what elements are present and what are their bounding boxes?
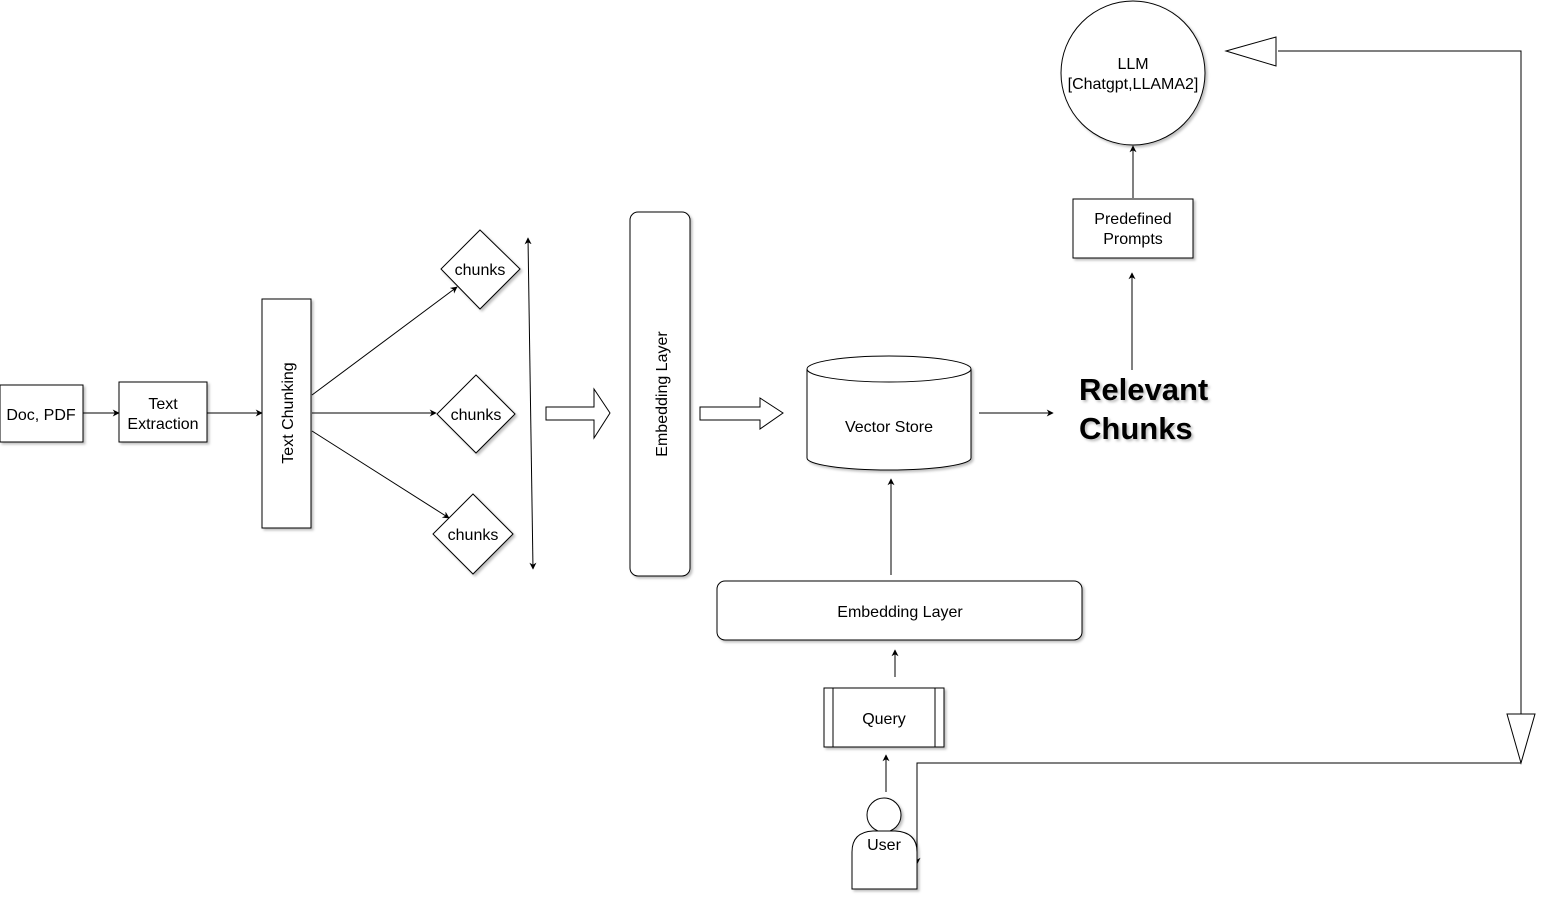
block-arrow-to-vector-store [699,397,784,430]
user-label: User [867,837,901,854]
block-arrow-to-embedding [545,387,611,440]
embedding-layer-query-node: Embedding Layer [716,580,1083,641]
relevant-chunks-label-line-1: Relevant [1079,372,1208,407]
feedback-line-llm [1278,50,1522,715]
large-arrowhead-into-llm [1224,36,1277,67]
text-chunking-label: Text Chunking [280,362,297,463]
chunk-3-label: chunks [448,527,499,544]
chunk-node-1: chunks [440,229,521,310]
text-extraction-node: Text Extraction [118,381,208,443]
predefined-prompts-label-line-1: Predefined [1094,211,1171,228]
llm-node: LLM [Chatgpt,LLAMA2] [1060,0,1206,146]
predefined-prompts-node: Predefined Prompts [1072,198,1194,259]
large-arrowhead-down [1506,713,1536,765]
query-node: Query [823,687,945,748]
predefined-prompts-label-line-2: Prompts [1103,231,1163,248]
relevant-chunks-label-line-2: Chunks [1079,411,1193,446]
text-extraction-label-line-1: Text [148,396,178,413]
vector-store-node [806,355,972,471]
text-extraction-label-line-2: Extraction [127,416,198,433]
llm-label: LLM [1117,56,1148,73]
chunk-2-label: chunks [451,407,502,424]
double-arrow-chunks-span [524,237,537,570]
embedding-layer-vertical-label: Embedding Layer [654,331,671,457]
doc-pdf-node: Doc, PDF [0,384,84,443]
vector-store-label: Vector Store [845,419,933,436]
arrow-chunking-to-chunk-1 [311,286,458,396]
chunk-node-2: chunks [436,374,516,454]
query-label: Query [862,711,906,728]
connectors [83,36,1536,865]
text-chunking-node: Text Chunking [261,298,312,529]
chunk-node-3: chunks [432,493,514,575]
llm-models-label: [Chatgpt,LLAMA2] [1068,76,1199,93]
arrow-response-to-user [913,762,1521,865]
arrow-chunking-to-chunk-3 [311,430,450,519]
doc-pdf-label: Doc, PDF [6,407,76,424]
embedding-layer-query-label: Embedding Layer [837,604,963,621]
embedding-layer-vertical-node: Embedding Layer [629,211,691,577]
chunk-1-label: chunks [455,262,506,279]
user-icon [851,797,918,890]
relevant-chunks-node: Relevant Chunks [1079,372,1208,446]
